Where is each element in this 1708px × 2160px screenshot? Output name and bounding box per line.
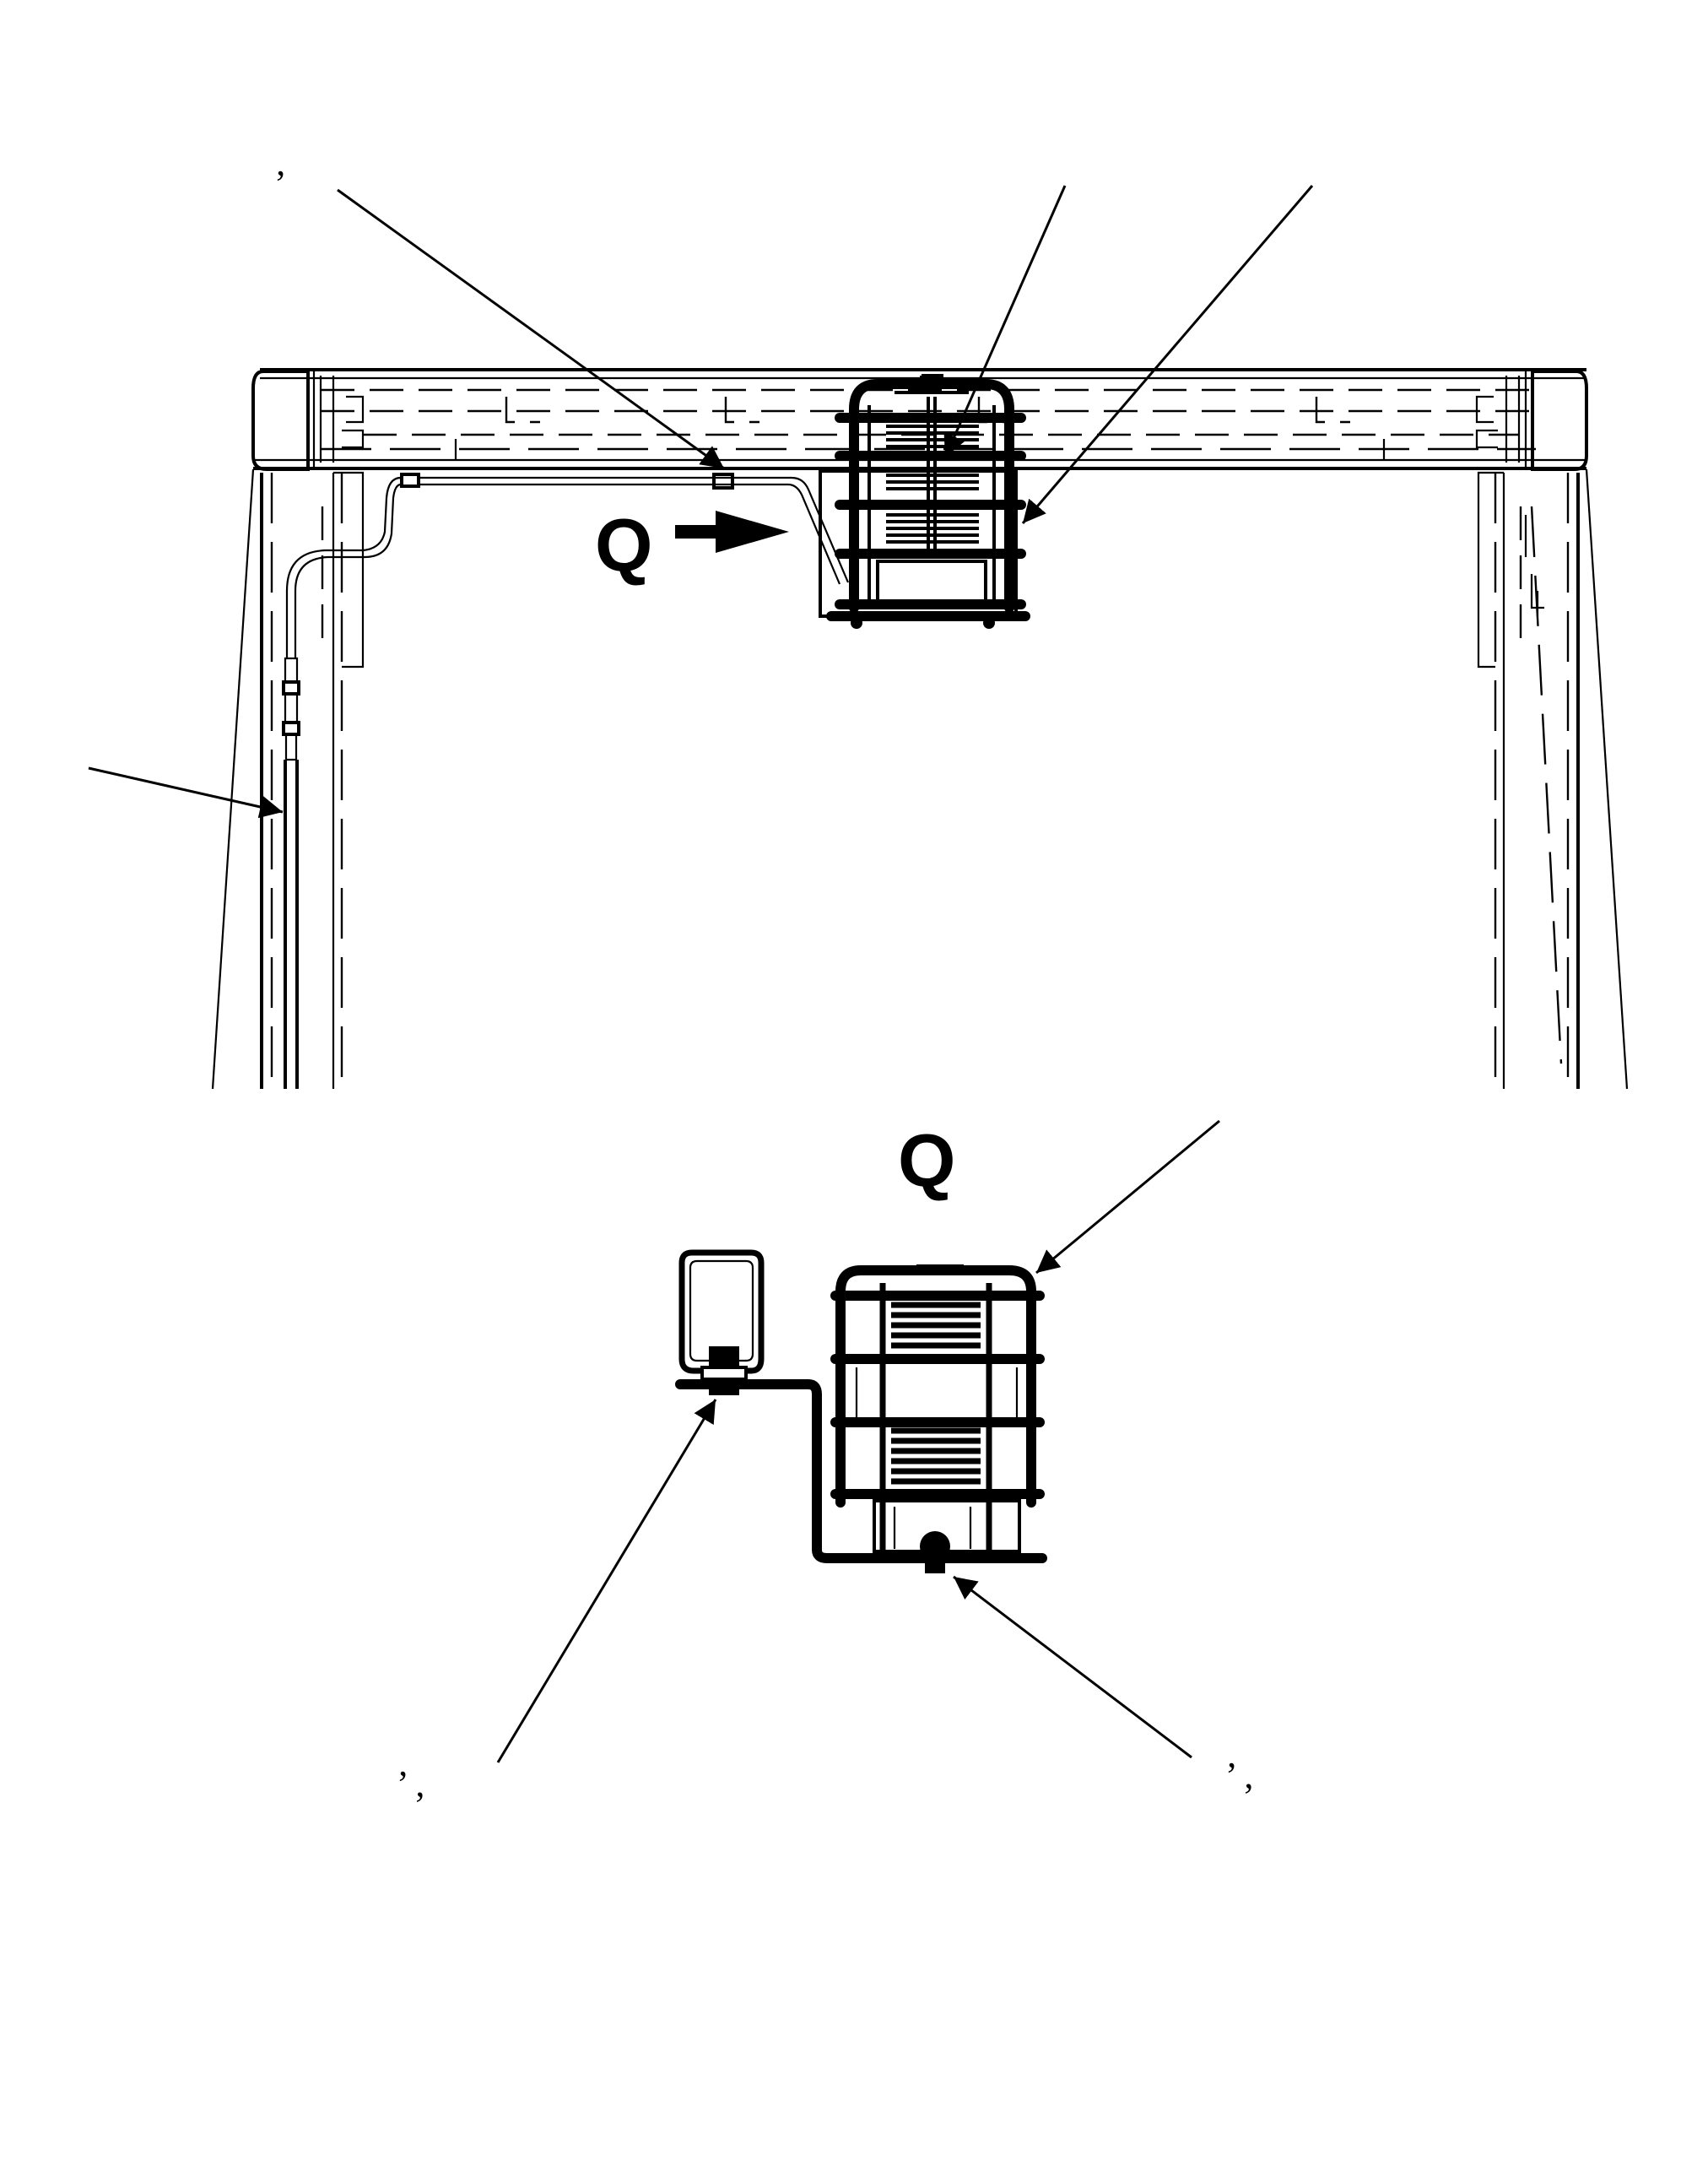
pump-assembly-front <box>819 374 1030 629</box>
connecting-pipe <box>675 1379 1047 1563</box>
pump-assembly-section <box>830 1264 1045 1573</box>
frame-front-view <box>211 368 1629 1090</box>
coil-lines-section <box>891 1302 981 1485</box>
callout-mark-bottom-left: ’ , <box>397 1763 424 1805</box>
leader-lines <box>88 185 1314 1763</box>
callout-mark-top-left: ’ <box>274 163 287 204</box>
section-view-title: Q <box>898 1118 955 1202</box>
reservoir-tank <box>678 1249 765 1395</box>
coil-lines <box>886 425 979 544</box>
hose-line-front <box>282 473 850 1089</box>
callout-mark-bottom-right: ’ , <box>1225 1755 1253 1796</box>
view-direction-arrow-icon <box>675 511 789 553</box>
view-arrow-label: Q <box>595 503 652 587</box>
